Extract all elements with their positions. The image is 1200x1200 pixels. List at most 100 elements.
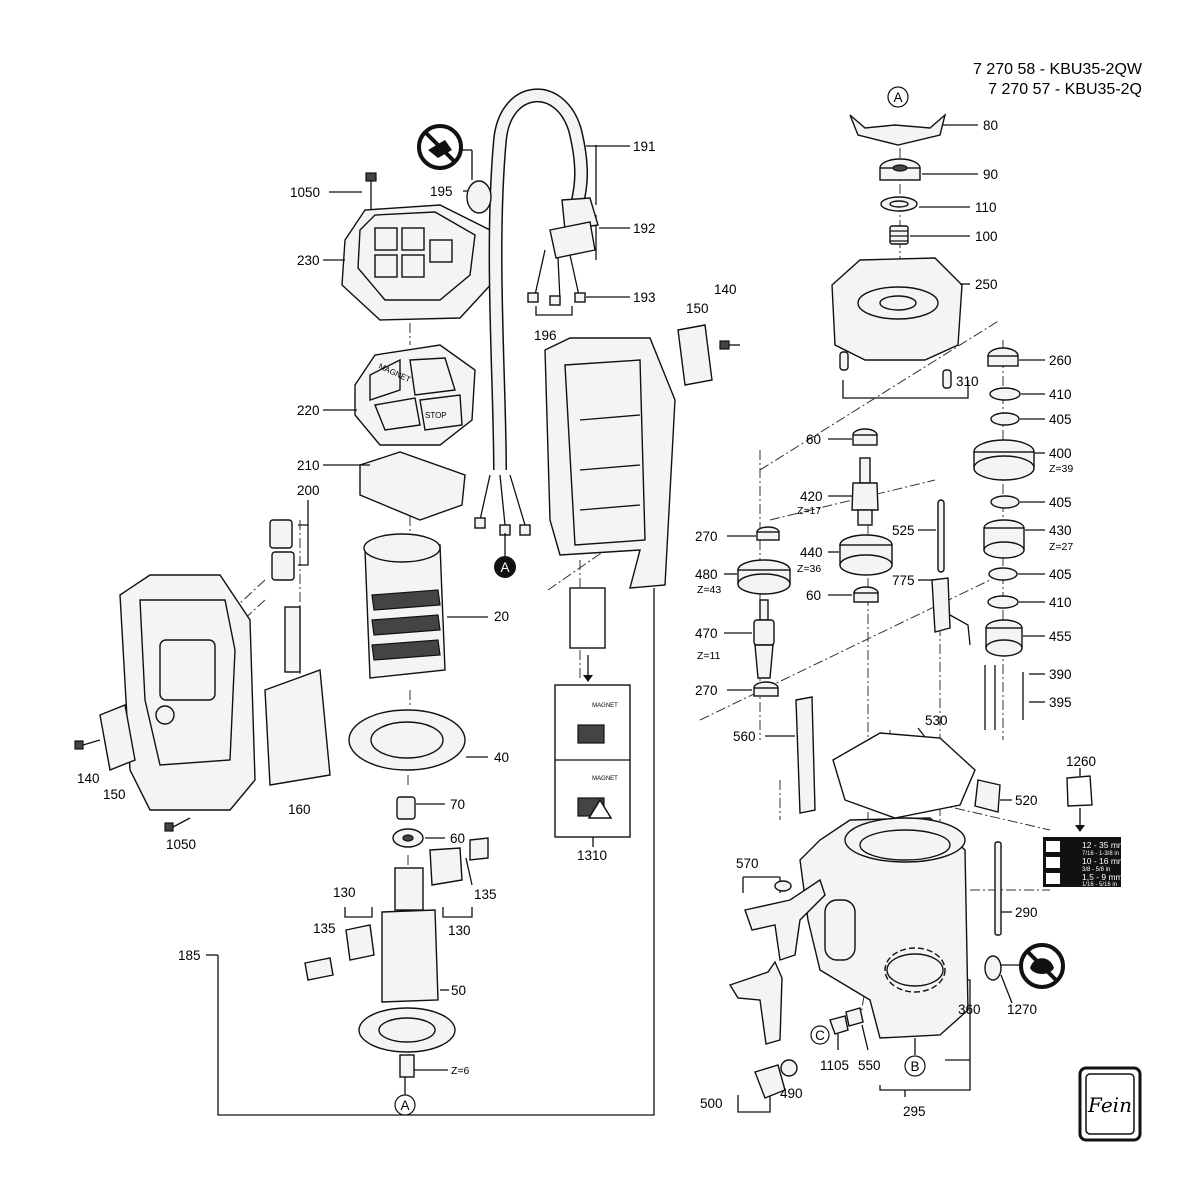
side-plate-160 [264,606,331,786]
ref-A-bottom-text: A [400,1098,409,1113]
ref-A-filled: A [494,533,516,578]
ref-A-bottom: A [394,1094,416,1116]
bearing-260 [987,347,1045,367]
label-480: 480 [695,567,718,582]
label-410-upper: 410 [1049,387,1072,402]
tooth-z6: Z=6 [451,1065,470,1077]
plate-775 [918,577,971,646]
fein-logo: Fein [1078,1066,1142,1142]
sleeve-70 [396,796,445,820]
capacity-row2: 10 - 16 mm [1082,856,1125,866]
brush-holders-135 [304,837,489,981]
bolt-290 [994,841,1012,936]
motor-housing-right [544,324,740,589]
label-185: 185 [178,948,201,963]
label-210: 210 [297,458,320,473]
label-160: 160 [288,802,311,817]
bearing-60-lower [828,586,879,603]
label-455: 455 [1049,629,1072,644]
label-80: 80 [983,118,998,133]
label-100: 100 [975,229,998,244]
capacity-row2-in: 3/8 - 5/8 in [1082,867,1110,873]
label-192: 192 [633,221,656,236]
bearing-90 [879,158,978,181]
label-395: 395 [1049,695,1072,710]
gear-cover-250 [831,257,970,389]
ref-C: C [810,1007,869,1051]
carbon-brushes-200 [269,500,309,581]
bearing-270-lower [727,681,779,697]
gear-400 [973,439,1045,481]
part-520 [974,779,1012,813]
tooth-z39: Z=39 [1049,463,1073,475]
label-250: 250 [975,277,998,292]
label-295: 295 [903,1104,926,1119]
spring-100 [889,225,970,245]
ref-C-text: C [815,1028,825,1043]
label-196: 196 [534,328,557,343]
gear-430 [983,519,1045,559]
label-230: 230 [297,253,320,268]
label-270-lower: 270 [695,683,718,698]
switch-cover-230 [323,204,496,321]
bearing-60-middle [828,428,878,446]
gasket-530 [832,727,976,819]
fein-logo-text: Fein [1087,1093,1132,1117]
label-290: 290 [1015,905,1038,920]
gear-480 [724,559,791,595]
label-525: 525 [892,523,915,538]
label-520: 520 [1015,793,1038,808]
label-195-visible: 195 [430,184,453,199]
fan-baffle-40 [348,709,488,771]
label-1050-top: 1050 [290,185,320,200]
label-1050-bottom: 1050 [166,837,196,852]
ref-B-text: B [910,1059,919,1074]
label-140-left: 140 [77,771,100,786]
ref-A-filled-text: A [500,560,509,575]
part-455 [985,619,1045,657]
field-coil-20 [363,533,488,679]
label-140-right: 140 [714,282,737,297]
circuit-board-210 [323,451,466,521]
label-400: 400 [1049,446,1072,461]
capacity-row3-in: 1/16 - 5/16 in [1082,882,1117,888]
label-390: 390 [1049,667,1072,682]
label-430: 430 [1049,523,1072,538]
warning-sticker-1310: MAGNET MAGNET [554,587,631,847]
label-360: 360 [958,1002,981,1017]
label-193: 193 [633,290,656,305]
label-490: 490 [780,1086,803,1101]
tooth-z11: Z=11 [697,650,721,662]
label-135-left: 135 [313,921,336,936]
label-60-armature: 60 [450,831,465,846]
gear-440 [828,534,893,576]
label-500: 500 [700,1096,723,1111]
screws-left [74,739,191,832]
gear-housing [799,817,969,1039]
ref-A-top-text: A [893,90,902,105]
screw-1050-top [329,172,377,210]
label-1105: 1105 [820,1058,849,1073]
capacity-row1: 12 - 35 mm [1082,840,1125,850]
rail-560 [765,696,816,814]
label-191: 191 [633,139,656,154]
part-labels: 1050 230 220 210 200 140 150 160 1050 18… [77,118,1096,1119]
label-200: 200 [297,483,320,498]
part-80-arbor [849,113,978,146]
levers-570 [728,878,826,1045]
bearing-270-upper [727,526,780,541]
label-90: 90 [983,167,998,182]
armature-50 [358,867,456,1078]
rings-upper [989,387,1045,426]
no-coolant-icon [1019,943,1065,989]
ref-B: B [904,1038,926,1077]
label-70: 70 [450,797,465,812]
label-310: 310 [956,374,979,389]
label-410-lower: 410 [1049,595,1072,610]
model-line-2: 7 270 57 - KBU35-2Q [988,81,1142,98]
label-1270: 1270 [1007,1002,1037,1017]
tooth-counts: Z=6 Z=17 Z=36 Z=39 Z=43 Z=27 Z=11 [451,463,1073,1077]
model-line-1: 7 270 58 - KBU35-2QW [973,61,1142,78]
no-water-icon [417,124,472,170]
